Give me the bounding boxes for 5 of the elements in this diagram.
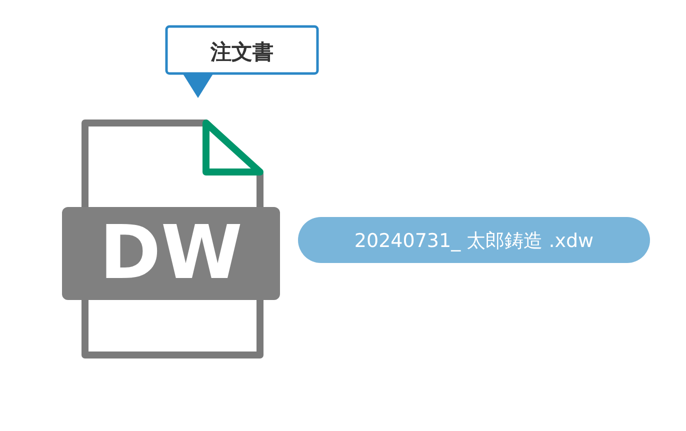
file-name-label: 20240731_ 太郎鋳造 .xdw xyxy=(353,229,595,254)
bubble-label: 注文書 xyxy=(209,39,274,66)
file-type-label: DW xyxy=(98,210,244,296)
speech-bubble xyxy=(165,25,319,99)
file-name-pill xyxy=(298,217,650,263)
